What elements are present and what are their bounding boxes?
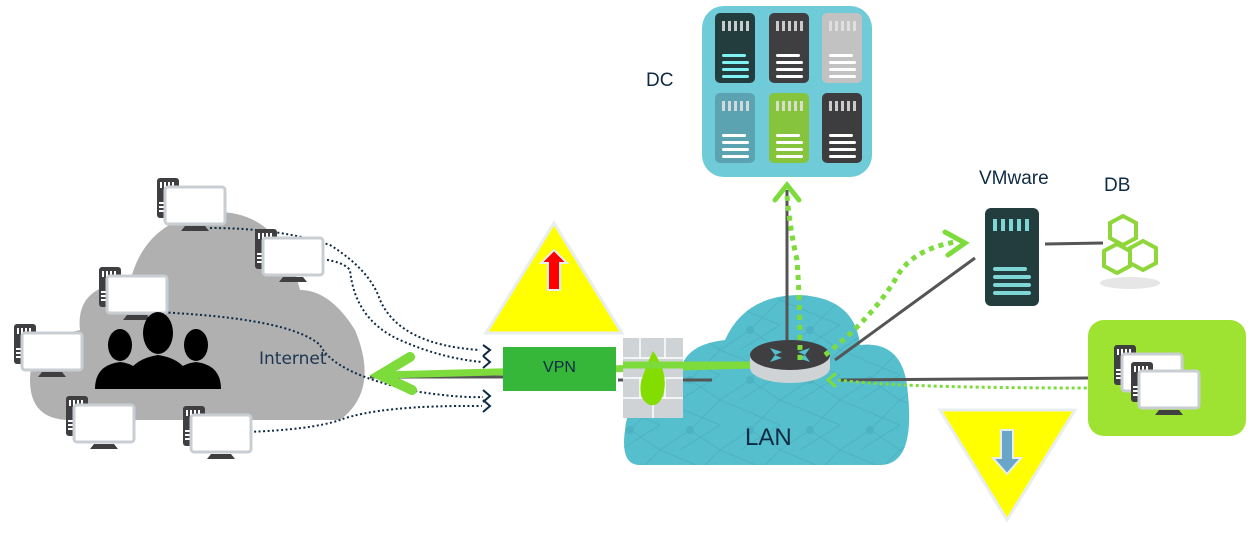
flow-to-vmware [823, 239, 956, 357]
dc-server-icon[interactable] [715, 13, 755, 83]
vmware-server-icon[interactable] [985, 208, 1039, 306]
dc-server-icon[interactable] [822, 13, 862, 83]
users-group-icon [95, 312, 221, 389]
client-computer-icon[interactable] [64, 394, 136, 451]
internet-label: Internet [259, 349, 327, 369]
client-computer-icon[interactable] [97, 265, 169, 322]
remote-client-computer-icon[interactable] [1129, 360, 1201, 417]
link-vmware-db [1044, 241, 1104, 246]
lan-label: LAN [745, 424, 792, 451]
dc-server-group [715, 13, 862, 163]
flow-3 [154, 311, 484, 399]
flow-arrowheads [482, 344, 492, 413]
flow-to-dc [784, 194, 803, 361]
vmware-label: VMware [979, 168, 1049, 189]
dc-server-icon[interactable] [769, 13, 809, 83]
client-computer-icon[interactable] [181, 404, 253, 461]
dc-server-icon[interactable] [822, 93, 862, 163]
link-router-vmware [834, 256, 976, 362]
vpn-label[interactable]: VPN [543, 359, 576, 376]
database-icon[interactable] [1100, 213, 1160, 289]
green-arrowheads [772, 180, 970, 388]
client-computer-icon[interactable] [155, 176, 227, 233]
dc-server-icon[interactable] [769, 93, 809, 163]
client-computer-icon[interactable] [253, 227, 325, 284]
router-icon[interactable] [750, 340, 830, 383]
dc-server-icon[interactable] [715, 93, 755, 163]
dc-label: DC [646, 70, 674, 91]
download-warning-icon [937, 408, 1078, 523]
upload-warning-icon [483, 220, 625, 335]
flow-2 [299, 257, 483, 363]
vpn-gateway[interactable] [503, 347, 616, 391]
green-flows [784, 194, 956, 361]
firewall-icon[interactable] [623, 338, 755, 418]
flow-4 [244, 404, 483, 433]
db-label: DB [1104, 175, 1131, 196]
flow-from-clients [837, 378, 1089, 390]
link-router-clients [837, 376, 1089, 382]
client-computer-icon[interactable] [12, 322, 84, 379]
